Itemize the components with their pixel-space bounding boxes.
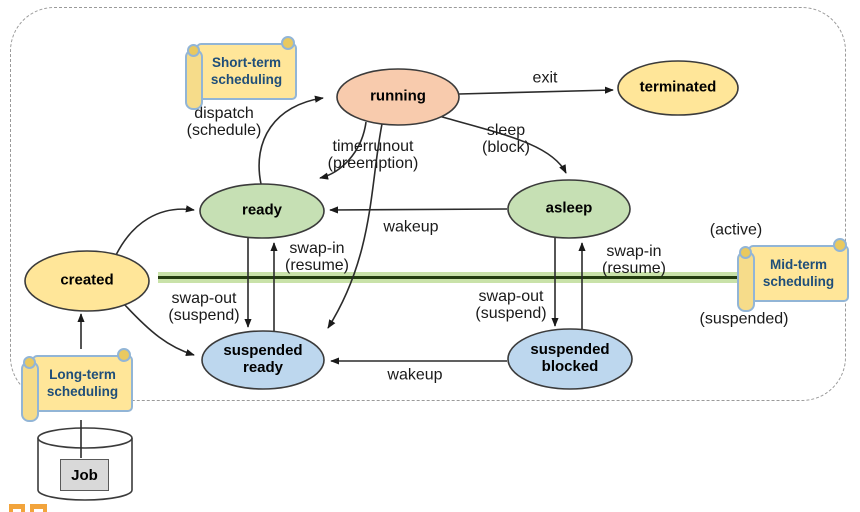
- corner-page-number-fragment: [30, 504, 47, 512]
- corner-fragment-notch: [13, 509, 21, 512]
- job-box: Job: [60, 459, 109, 491]
- scroll-left-roll: [185, 49, 203, 110]
- transition-swapout-blocked-label: swap-out (suspend): [475, 288, 547, 322]
- state-suspended-ready-ellipse: [201, 330, 325, 390]
- scroll-body: Mid-term scheduling: [748, 245, 849, 302]
- edge-exit-running-to-terminated: [458, 86, 614, 95]
- state-asleep-label: asleep: [545, 199, 593, 217]
- job-label: Job: [71, 466, 98, 484]
- short-term-scheduling-label: Short-term scheduling: [210, 54, 283, 87]
- state-running-ellipse: [336, 68, 460, 126]
- short-term-scheduling-scroll: Short-term scheduling: [185, 36, 298, 110]
- scroll-curl-icon: [281, 36, 295, 50]
- corner-page-number-fragment: [9, 504, 25, 512]
- state-ready-ellipse: [199, 183, 325, 239]
- state-created-label: created: [60, 271, 114, 289]
- annotation-suspended-label: (suspended): [699, 310, 789, 328]
- scroll-body: Short-term scheduling: [196, 43, 297, 100]
- transition-wakeup-suspended-label: wakeup: [387, 366, 443, 384]
- edge-sleep-running-to-asleep: [438, 115, 567, 174]
- edge-created-to-ready: [114, 205, 195, 258]
- transition-swapin-ready-label: swap-in (resume): [284, 240, 350, 274]
- scroll-left-roll: [737, 251, 755, 312]
- scroll-curl-icon: [739, 246, 752, 259]
- transition-exit-label: exit: [532, 69, 558, 87]
- state-terminated-ellipse: [617, 60, 739, 116]
- state-suspended-blocked-label: suspended blocked: [530, 341, 610, 375]
- state-running-label: running: [370, 87, 426, 105]
- transition-swapin-blocked-label: swap-in (resume): [601, 243, 667, 277]
- active-suspended-divider-line: [158, 272, 746, 283]
- scroll-curl-icon: [23, 356, 36, 369]
- edge-dispatch-ready-to-running: [258, 95, 324, 185]
- edge-created-to-suspended-ready: [123, 303, 195, 357]
- edge-timerrunout-running-to-ready: [319, 121, 367, 180]
- state-suspended-ready-label: suspended ready: [223, 342, 303, 376]
- scroll-curl-icon: [833, 238, 847, 252]
- long-term-scheduling-label: Long-term scheduling: [46, 366, 119, 399]
- scroll-body: Long-term scheduling: [32, 355, 133, 412]
- edge-running-to-suspended-ready: [327, 123, 383, 329]
- scroll-curl-icon: [117, 348, 131, 362]
- state-suspended-blocked-ellipse: [507, 328, 633, 390]
- transition-sleep-label: sleep (block): [481, 122, 531, 156]
- state-terminated-label: terminated: [639, 78, 717, 96]
- job-spool-cylinder-top: [37, 427, 133, 449]
- mid-term-scheduling-scroll: Mid-term scheduling: [737, 238, 850, 312]
- diagram-dashed-boundary: [10, 7, 846, 401]
- transition-wakeup-ready-label: wakeup: [383, 218, 439, 236]
- annotation-active-label: (active): [709, 221, 763, 239]
- transition-dispatch-label: dispatch (schedule): [186, 105, 262, 139]
- transition-swapout-ready-label: swap-out (suspend): [168, 290, 240, 324]
- state-asleep-ellipse: [507, 179, 631, 239]
- state-created-ellipse: [24, 250, 150, 312]
- divider-core-line: [158, 276, 746, 279]
- state-ready-label: ready: [241, 201, 283, 219]
- mid-term-scheduling-label: Mid-term scheduling: [762, 256, 835, 289]
- long-term-scheduling-scroll: Long-term scheduling: [21, 348, 134, 422]
- transition-timerrunout-label: timerrunout (preemption): [327, 138, 419, 172]
- scroll-curl-icon: [187, 44, 200, 57]
- corner-fragment-notch: [34, 509, 43, 512]
- scroll-left-roll: [21, 361, 39, 422]
- edge-wakeup-asleep-to-ready: [329, 206, 508, 214]
